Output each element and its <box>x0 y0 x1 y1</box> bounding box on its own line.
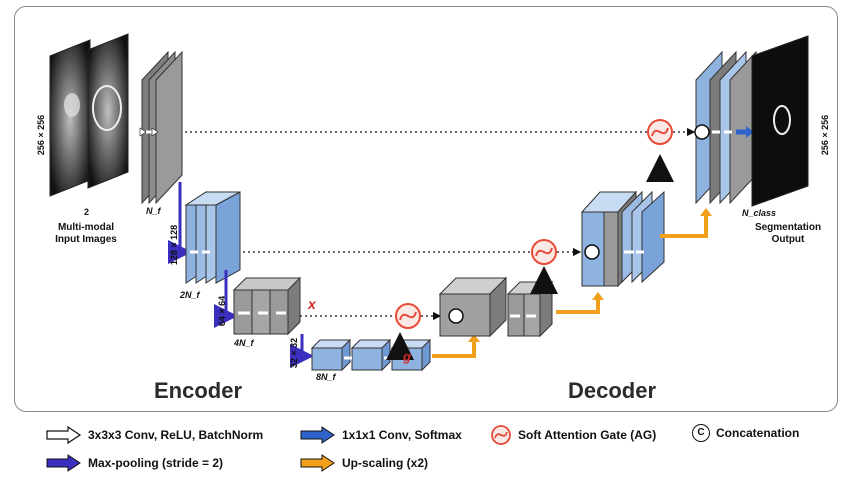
level1-filters: N_f <box>146 206 161 216</box>
input-channels: 2 <box>84 207 90 217</box>
decoder-level2-blocks <box>580 190 665 288</box>
output-label-line: Segmentation Output <box>754 222 822 245</box>
blue-arrow-icon <box>300 426 335 444</box>
tumor-outline-icon <box>92 85 122 131</box>
input-label-line: Multi-modal Input Images <box>55 222 117 245</box>
encoder-level3-blocks <box>232 276 302 336</box>
gate-label-x: x <box>308 296 316 312</box>
maxpool-arrow-icon <box>46 454 81 472</box>
upscale-arrow-3 <box>660 214 708 238</box>
attention-gate-2 <box>531 239 557 265</box>
level3-size: 64 × 64 <box>217 295 227 327</box>
concat-icon: C <box>692 424 710 442</box>
legend-concat: C Concatenation <box>692 424 799 442</box>
decoder-level1-blocks <box>695 50 757 205</box>
level2-size: 128 × 128 <box>169 224 179 266</box>
output-size: 256 × 256 <box>820 114 830 156</box>
legend-maxpool: Max-pooling (stride = 2) <box>46 454 223 472</box>
output-channels: N_class <box>742 208 777 218</box>
concat-icon-3 <box>448 308 464 324</box>
legend-upscale: Up-scaling (x2) <box>300 454 428 472</box>
encoder-level1-blocks <box>141 50 183 205</box>
attention-gate-1 <box>647 119 673 145</box>
output-label: Segmentation Output <box>748 222 828 246</box>
input-images <box>49 33 129 197</box>
decoder-level3-blocks <box>438 276 554 338</box>
gate-label-g: g <box>403 349 411 364</box>
encoder-title: Encoder <box>154 378 243 403</box>
encoder-level2-blocks <box>184 191 241 284</box>
concat-icon-1 <box>694 124 710 140</box>
legend-conv: 3x3x3 Conv, ReLU, BatchNorm <box>46 426 263 444</box>
level3-filters: 4N_f <box>234 338 254 348</box>
legend-concat-text: Concatenation <box>716 426 800 440</box>
upscale-arrow-2 <box>556 298 600 314</box>
segmentation-output-image <box>751 35 809 207</box>
input-label: Multi-modal Input Images <box>50 222 122 246</box>
legend-upscale-text: Up-scaling (x2) <box>342 456 429 470</box>
level4-size: 32 × 32 <box>289 337 299 369</box>
legend: 3x3x3 Conv, ReLU, BatchNorm 1x1x1 Conv, … <box>0 418 850 487</box>
attention-gate-3 <box>395 303 421 329</box>
legend-attention-text: Soft Attention Gate (AG) <box>518 428 657 442</box>
concat-icon-2 <box>584 244 600 260</box>
maxpool-arrow-1 <box>168 182 192 264</box>
legend-conv1x1: 1x1x1 Conv, Softmax <box>300 426 462 444</box>
maxpool-arrow-2 <box>214 270 238 328</box>
level4-filters: 8N_f <box>316 372 336 382</box>
bottleneck-blocks <box>310 338 432 372</box>
white-arrow-icon <box>46 426 82 444</box>
attention-gate-icon <box>491 425 511 445</box>
legend-conv-text: 3x3x3 Conv, ReLU, BatchNorm <box>88 428 264 442</box>
level2-filters: 2N_f <box>180 290 200 300</box>
upscale-arrow-icon <box>300 454 335 472</box>
upscale-arrow-1 <box>432 340 476 358</box>
maxpool-arrow-3 <box>290 334 314 368</box>
legend-attention: Soft Attention Gate (AG) <box>490 424 656 446</box>
legend-maxpool-text: Max-pooling (stride = 2) <box>88 456 224 470</box>
input-size: 256 × 256 <box>36 114 46 156</box>
decoder-title: Decoder <box>568 378 657 403</box>
legend-conv1x1-text: 1x1x1 Conv, Softmax <box>342 428 462 442</box>
